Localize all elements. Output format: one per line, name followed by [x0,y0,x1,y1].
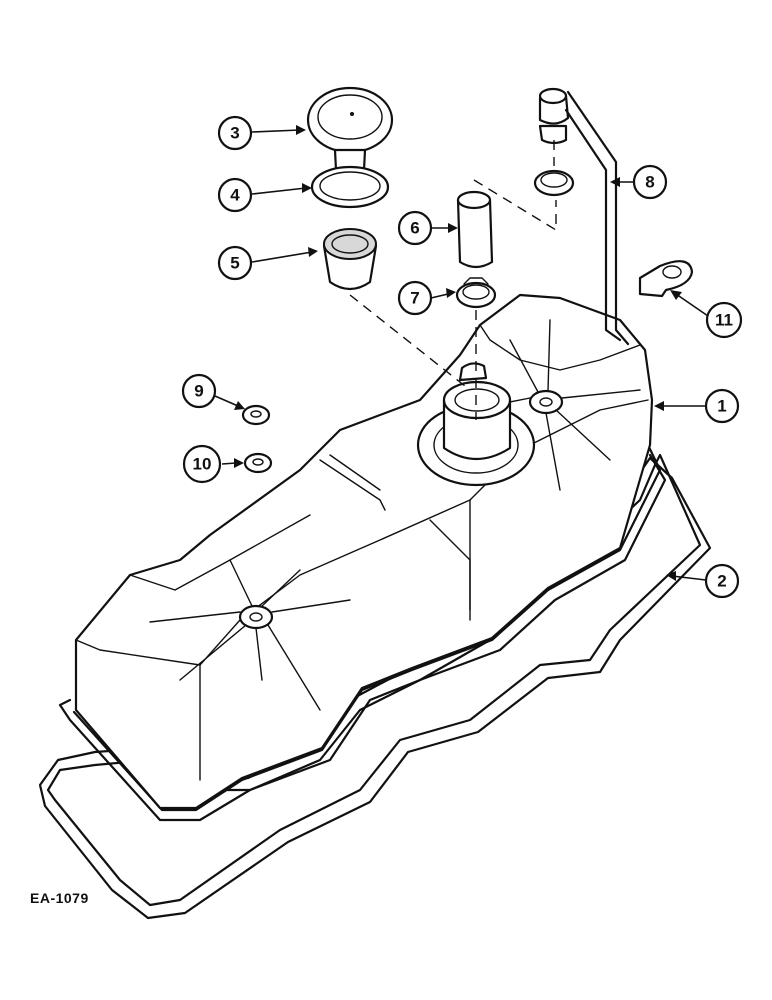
callout-6: 6 [397,210,433,246]
callout-label: 2 [717,572,726,591]
breather-pipe [538,87,630,346]
callout-label: 1 [717,397,726,416]
pipe-clamp [533,169,575,197]
rocker-cover [58,293,667,822]
callout-label: 11 [715,311,733,330]
drawing-reference-code: EA-1079 [30,890,89,906]
grommet-9 [241,404,271,426]
breather-hose [456,190,494,269]
callout-label: 8 [645,173,654,192]
leader-lines [214,125,709,581]
hose-clip [455,277,497,309]
callout-11: 11 [705,301,743,339]
callout-label: 9 [194,382,203,401]
callout-3: 3 [217,115,253,151]
filler-cap [306,86,394,177]
callout-label: 4 [230,186,240,205]
callout-label: 6 [410,219,419,238]
callout-label: 3 [230,124,239,143]
callout-1: 1 [704,388,740,424]
callout-5: 5 [217,245,253,281]
callout-7: 7 [397,280,433,316]
callout-label: 7 [410,289,419,308]
callout-2: 2 [704,563,740,599]
callout-9: 9 [181,373,217,409]
cap-seal [310,165,390,209]
assembly-guide-lines [349,140,557,420]
callout-label: 5 [230,254,239,273]
grommet-10 [243,452,273,474]
callout-8: 8 [632,164,668,200]
callout-10: 10 [182,444,222,484]
callout-label: 10 [193,455,212,474]
p-clip [638,260,694,298]
strainer [322,228,378,291]
callout-4: 4 [217,177,253,213]
